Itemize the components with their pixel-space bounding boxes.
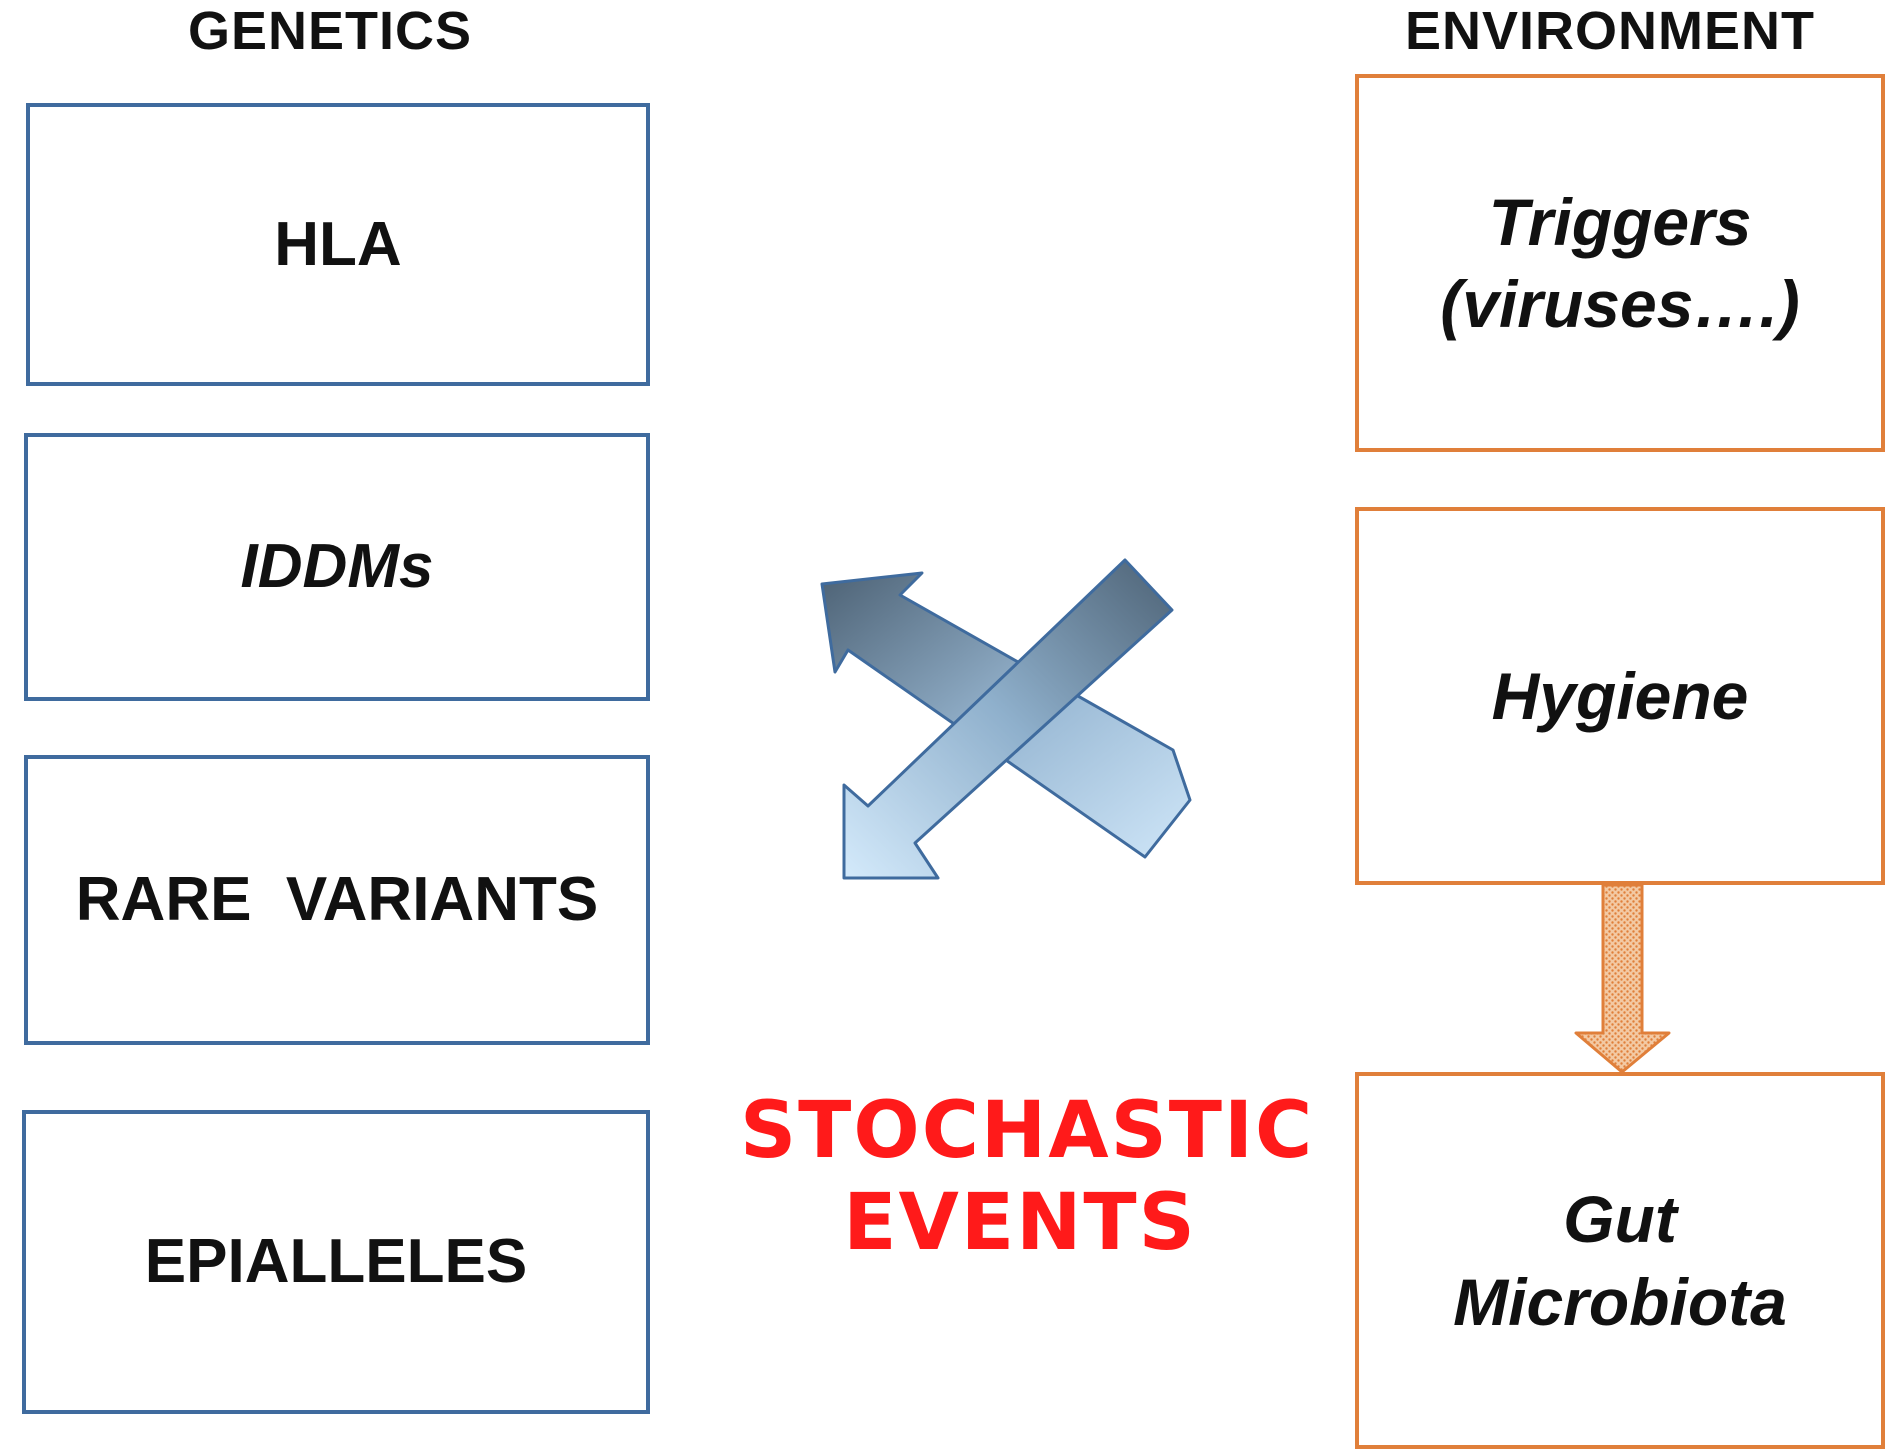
gut-label: Gut	[1563, 1182, 1677, 1256]
stochastic-events-label: STOCHASTIC EVENTS	[740, 1085, 1315, 1269]
events-label: EVENTS	[843, 1178, 1197, 1269]
microbiota-label: Microbiota	[1453, 1264, 1787, 1339]
iddms-label: IDDMs	[240, 532, 434, 602]
triggers-label: Triggers	[1488, 184, 1752, 259]
genetics-box-epialleles: EPIALLELES	[22, 1110, 650, 1414]
down-arrow-shape	[1574, 883, 1671, 1074]
genetics-box-hla: HLA	[26, 103, 650, 386]
genetics-title: GENETICS	[187, 1, 473, 61]
rare-variants-label: RARE VARIANTS	[75, 865, 599, 935]
environment-box-gut-microbiota: Gut Microbiota	[1355, 1072, 1885, 1449]
environment-box-hygiene: Hygiene	[1355, 507, 1885, 885]
hygiene-label: Hygiene	[1491, 658, 1749, 733]
cross-arrow-down-left	[842, 558, 1174, 880]
genetics-box-rare-variants: RARE VARIANTS	[24, 755, 650, 1045]
viruses-label: (viruses….)	[1440, 267, 1800, 341]
genetics-box-iddms: IDDMs	[24, 433, 650, 701]
hla-label: HLA	[274, 209, 402, 279]
epialleles-label: EPIALLELES	[144, 1227, 528, 1297]
stochastic-label: STOCHASTIC	[740, 1086, 1315, 1176]
environment-box-triggers: Triggers (viruses….)	[1355, 74, 1885, 452]
environment-title: ENVIRONMENT	[1404, 1, 1815, 61]
arrow-down-left-shape	[842, 558, 1174, 880]
down-arrow-hygiene-to-gut	[1574, 883, 1671, 1074]
